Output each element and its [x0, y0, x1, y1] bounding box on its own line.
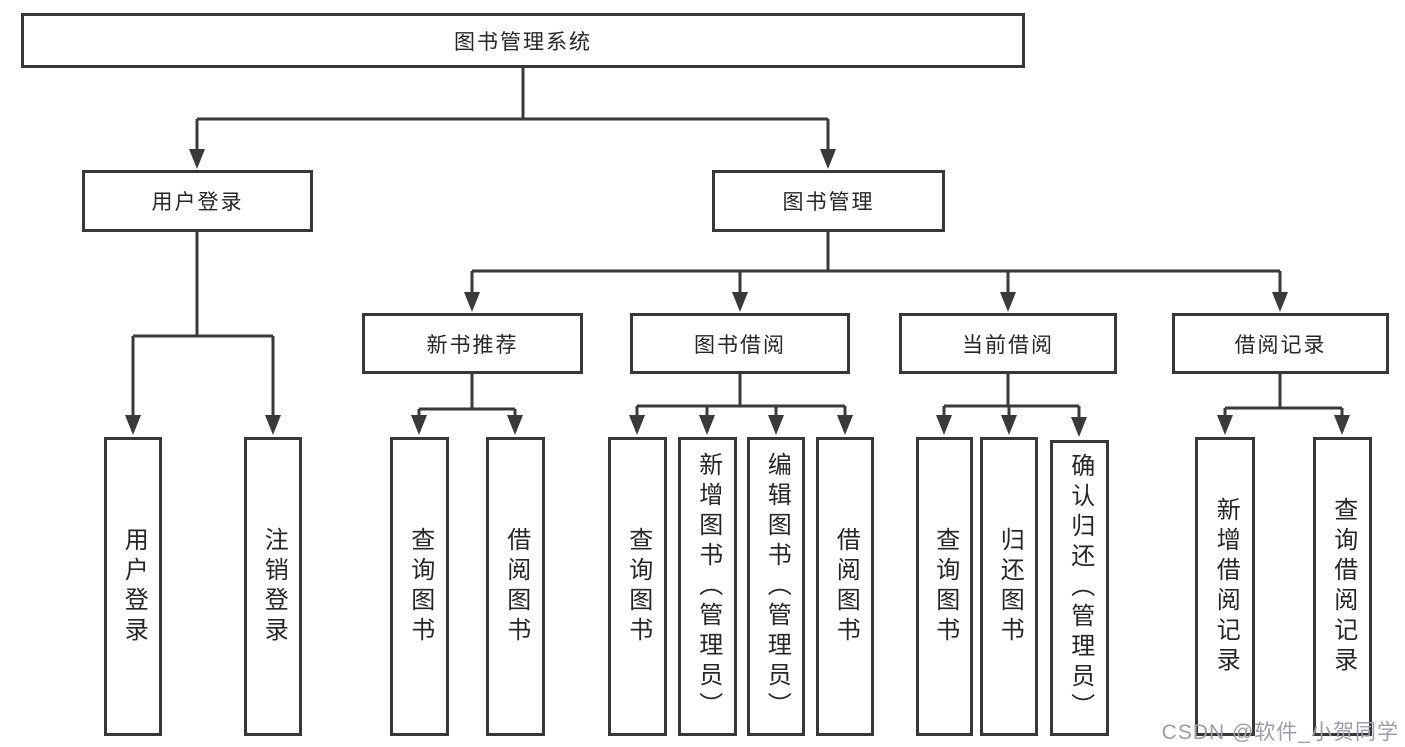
leaf-query-borrow-record-label: 查询借阅记录 [1329, 496, 1357, 677]
leaf-query-books-current-label: 查询图书 [931, 526, 959, 647]
leaf-logout-label: 注销登录 [260, 526, 288, 647]
leaf-add-book-admin-label: 新增图书（管理员） [694, 451, 722, 722]
node-current-borrowing-label: 当前借阅 [962, 333, 1054, 357]
node-book-management: 图书管理 [712, 170, 945, 232]
leaf-query-books-recommend-label: 查询图书 [406, 526, 434, 647]
leaf-return-books: 归还图书 [980, 437, 1038, 736]
leaf-borrow-books-recommend: 借阅图书 [486, 437, 545, 736]
node-library-system: 图书管理系统 [21, 13, 1025, 68]
node-borrowing-records-label: 借阅记录 [1234, 333, 1327, 357]
leaf-query-books-borrow: 查询图书 [608, 437, 667, 736]
leaf-add-book-admin: 新增图书（管理员） [678, 437, 737, 736]
leaf-user-login: 用户登录 [104, 437, 162, 736]
leaf-user-login-label: 用户登录 [120, 526, 148, 647]
leaf-edit-book-admin: 编辑图书（管理员） [747, 437, 805, 736]
leaf-borrow-books-borrow-label: 借阅图书 [832, 526, 860, 647]
leaf-query-books-current: 查询图书 [916, 437, 973, 736]
leaf-return-books-label: 归还图书 [996, 526, 1024, 647]
leaf-borrow-books-borrow: 借阅图书 [816, 437, 874, 736]
node-book-management-label: 图书管理 [782, 191, 875, 214]
node-new-book-recommendation: 新书推荐 [362, 313, 583, 374]
leaf-query-books-borrow-label: 查询图书 [624, 526, 652, 647]
leaf-confirm-return-admin-label: 确认归还（管理员） [1066, 453, 1094, 723]
leaf-add-borrow-record: 新增借阅记录 [1195, 437, 1255, 736]
node-book-borrowing: 图书借阅 [630, 313, 850, 374]
node-library-system-label: 图书管理系统 [454, 30, 592, 54]
leaf-confirm-return-admin: 确认归还（管理员） [1050, 440, 1109, 736]
node-borrowing-records: 借阅记录 [1172, 313, 1389, 374]
node-book-borrowing-label: 图书借阅 [694, 333, 786, 357]
node-user-login-label: 用户登录 [151, 191, 244, 214]
leaf-add-borrow-record-label: 新增借阅记录 [1212, 496, 1240, 677]
csdn-watermark: CSDN @软件_小贺同学 [1161, 721, 1399, 744]
node-user-login: 用户登录 [82, 170, 313, 232]
node-current-borrowing: 当前借阅 [899, 313, 1117, 374]
leaf-logout: 注销登录 [244, 437, 302, 736]
leaf-borrow-books-recommend-label: 借阅图书 [502, 526, 530, 647]
leaf-edit-book-admin-label: 编辑图书（管理员） [763, 451, 791, 722]
node-new-book-recommendation-label: 新书推荐 [426, 333, 519, 357]
leaf-query-borrow-record: 查询借阅记录 [1313, 437, 1372, 736]
leaf-query-books-recommend: 查询图书 [390, 437, 449, 736]
